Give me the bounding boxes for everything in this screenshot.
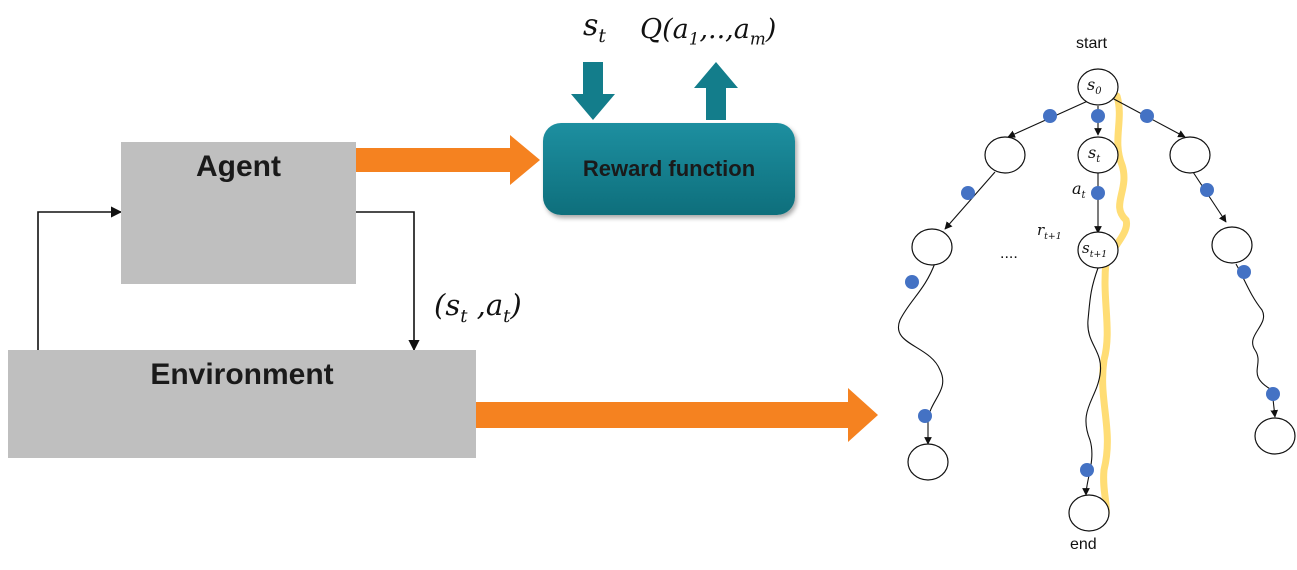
env-to-tree-arrow	[476, 388, 878, 442]
tree-edges	[897, 97, 1279, 496]
node-st1	[1077, 231, 1119, 269]
reward-function-label: Reward function	[582, 156, 756, 181]
node-left-1	[984, 136, 1026, 174]
reward-function-box: Reward function	[543, 123, 795, 215]
node-st	[1077, 136, 1119, 174]
node-right-2	[1211, 226, 1253, 264]
agent-to-env-line	[356, 211, 420, 352]
trajectory-highlight	[1099, 92, 1131, 519]
tree-nodes	[907, 68, 1296, 532]
ellipsis-label: ....	[1000, 245, 1018, 262]
state-in-label: st	[583, 8, 606, 47]
environment-label: Environment	[150, 358, 334, 391]
node-end	[1068, 494, 1110, 532]
state-in-arrow	[571, 62, 615, 120]
node-s0-label: s0	[1087, 75, 1102, 98]
node-st-label: st	[1088, 143, 1101, 166]
node-left-2	[911, 228, 953, 266]
node-s0	[1077, 68, 1119, 106]
state-action-pair-label: (st ,at)	[434, 288, 522, 327]
q-values-label: Q(a1,..,am)	[640, 14, 777, 49]
agent-label: Agent	[196, 150, 281, 183]
reward-rt-label: rt+1	[1037, 221, 1062, 242]
q-out-arrow	[694, 62, 738, 120]
end-label: end	[1070, 536, 1097, 553]
env-to-agent-line	[37, 206, 123, 350]
agent-box: Agent	[121, 142, 356, 284]
node-right-leaf	[1254, 417, 1296, 455]
node-left-leaf	[907, 443, 949, 481]
agent-to-reward-arrow	[326, 135, 540, 185]
environment-box: Environment	[8, 350, 476, 458]
node-right-1	[1169, 136, 1211, 174]
node-st1-label: st+1	[1082, 239, 1108, 260]
start-label: start	[1076, 35, 1108, 52]
action-dots	[905, 109, 1280, 477]
action-at-label: at	[1072, 179, 1086, 202]
